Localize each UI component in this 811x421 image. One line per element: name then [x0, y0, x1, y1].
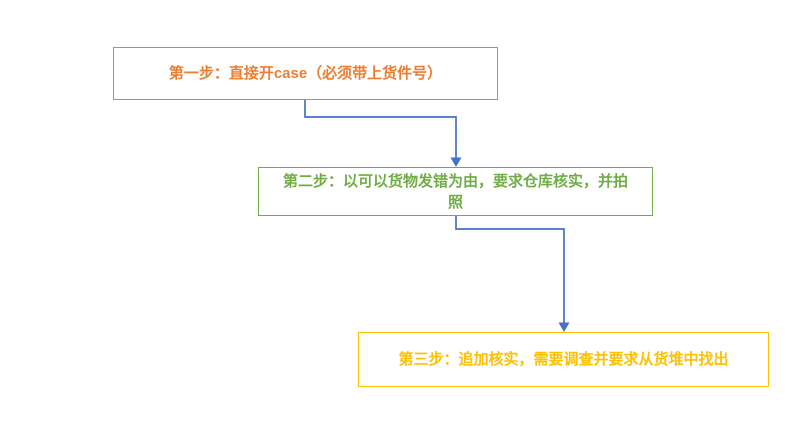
connector-elbow-line [455, 216, 565, 323]
flowchart-step-1-box: 第一步：直接开case（必须带上货件号） [113, 47, 498, 100]
step-1-label: 第一步：直接开case（必须带上货件号） [168, 65, 443, 82]
connector-arrowhead-down-icon [558, 322, 570, 332]
connector-elbow-line [304, 100, 457, 158]
flowchart-step-2-box: 第二步：以可以货物发错为由，要求仓库核实，并拍照 [258, 167, 653, 216]
step-2-label: 第二步：以可以货物发错为由，要求仓库核实，并拍照 [282, 172, 628, 211]
connector-step2-to-step3 [455, 216, 570, 332]
connector-step1-to-step2 [304, 100, 462, 167]
connector-arrowhead-down-icon [450, 157, 462, 167]
step-3-label: 第三步：追加核实，需要调查并要求从货堆中找出 [398, 351, 729, 368]
flowchart-step-3-box: 第三步：追加核实，需要调查并要求从货堆中找出 [358, 332, 769, 387]
